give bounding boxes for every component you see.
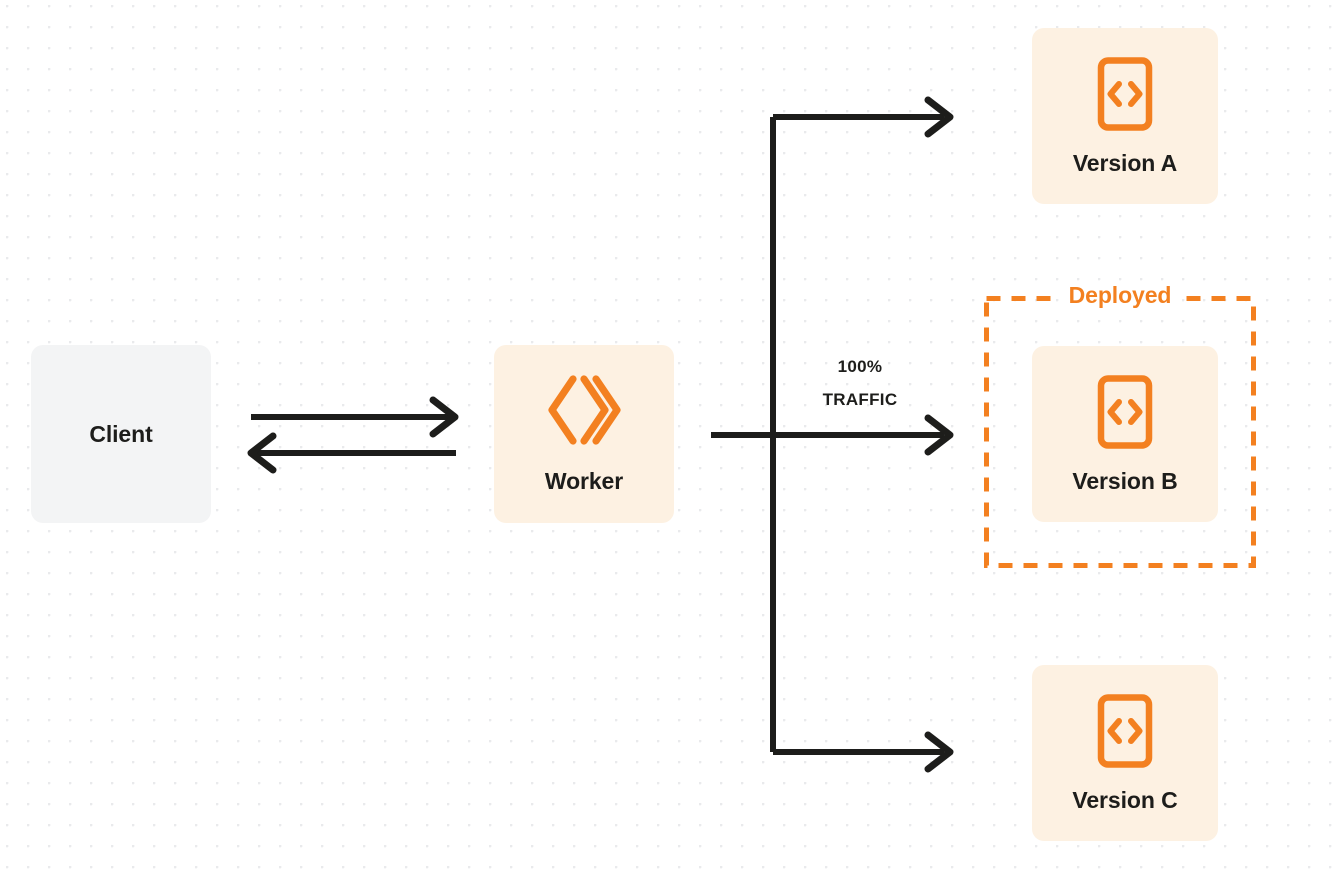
deployed-group-label: Deployed (1059, 281, 1181, 309)
code-document-icon (1096, 693, 1154, 769)
traffic-unit-label: TRAFFIC (822, 390, 898, 410)
node-version-b[interactable]: Version B (1032, 346, 1218, 522)
node-client-label: Client (89, 420, 153, 447)
node-client[interactable]: Client (31, 345, 211, 523)
code-document-icon (1096, 56, 1154, 132)
node-worker-label: Worker (544, 467, 624, 494)
node-version-a[interactable]: Version A (1032, 28, 1218, 204)
node-version-b-label: Version B (1072, 467, 1178, 494)
connector-worker-to-version-b (711, 414, 954, 456)
connector-worker-to-version-c (773, 731, 954, 773)
connector-worker-to-version-a (773, 96, 954, 138)
traffic-percent-value: 100% (837, 357, 883, 376)
traffic-label: 100% TRAFFIC (794, 350, 926, 416)
connector-worker-to-client (247, 432, 456, 474)
node-worker[interactable]: Worker (494, 345, 674, 523)
code-document-icon (1096, 374, 1154, 450)
node-version-c[interactable]: Version C (1032, 665, 1218, 841)
node-version-a-label: Version A (1072, 149, 1178, 176)
node-version-c-label: Version C (1072, 786, 1178, 813)
cloudflare-workers-logo-icon (546, 374, 622, 446)
connector-client-to-worker (251, 396, 459, 438)
